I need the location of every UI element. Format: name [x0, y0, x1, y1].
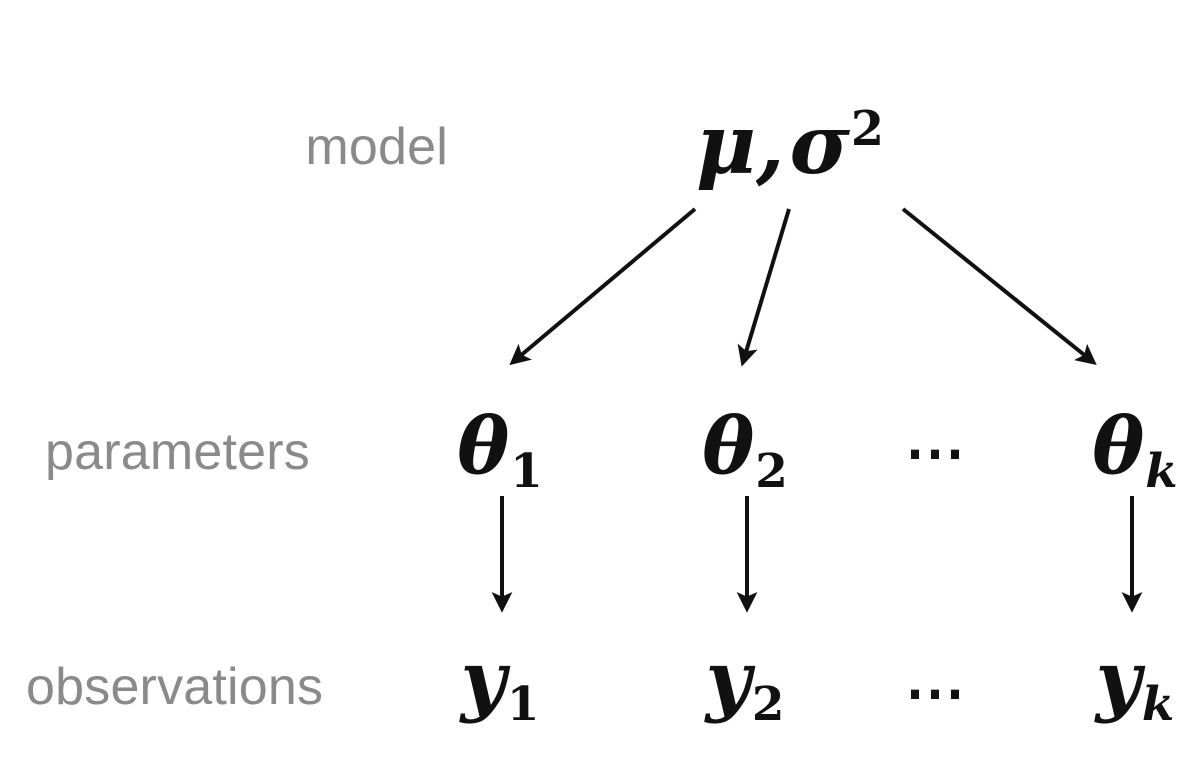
comma-separator: , [756, 97, 785, 193]
node-y-1: y1 [461, 641, 540, 729]
subscript-k: k [1141, 677, 1175, 733]
row-label-model: model [305, 118, 448, 176]
y-symbol: y [705, 634, 751, 726]
observations-ellipsis: ⋯ [905, 658, 971, 728]
subscript-1: 1 [506, 677, 540, 733]
node-y-2: y2 [706, 641, 785, 729]
edge-model-to-theta-2 [737, 208, 791, 367]
sigma-symbol: σ [789, 97, 850, 193]
theta-symbol: θ [702, 401, 755, 493]
subscript-1: 1 [510, 444, 543, 500]
edge-model-to-theta-1 [509, 207, 697, 366]
node-y-k: yk [1096, 641, 1175, 729]
row-label-observations: observations [26, 658, 324, 716]
node-theta-1: θ1 [457, 408, 543, 496]
node-mu-sigma-squared: μ,σ2 [696, 104, 884, 186]
y-symbol: y [460, 634, 506, 726]
edge-model-to-theta-k [901, 207, 1097, 366]
node-theta-2: θ2 [702, 408, 788, 496]
theta-symbol: θ [457, 401, 510, 493]
subscript-2: 2 [751, 677, 785, 733]
subscript-k: k [1145, 444, 1178, 500]
mu-symbol: μ [696, 97, 757, 193]
row-label-parameters: parameters [45, 423, 310, 481]
exponent-two: 2 [850, 101, 884, 158]
subscript-2: 2 [755, 444, 788, 500]
theta-symbol: θ [1092, 401, 1145, 493]
node-theta-k: θk [1092, 408, 1177, 496]
y-symbol: y [1095, 634, 1141, 726]
parameters-ellipsis: ⋯ [905, 418, 971, 488]
